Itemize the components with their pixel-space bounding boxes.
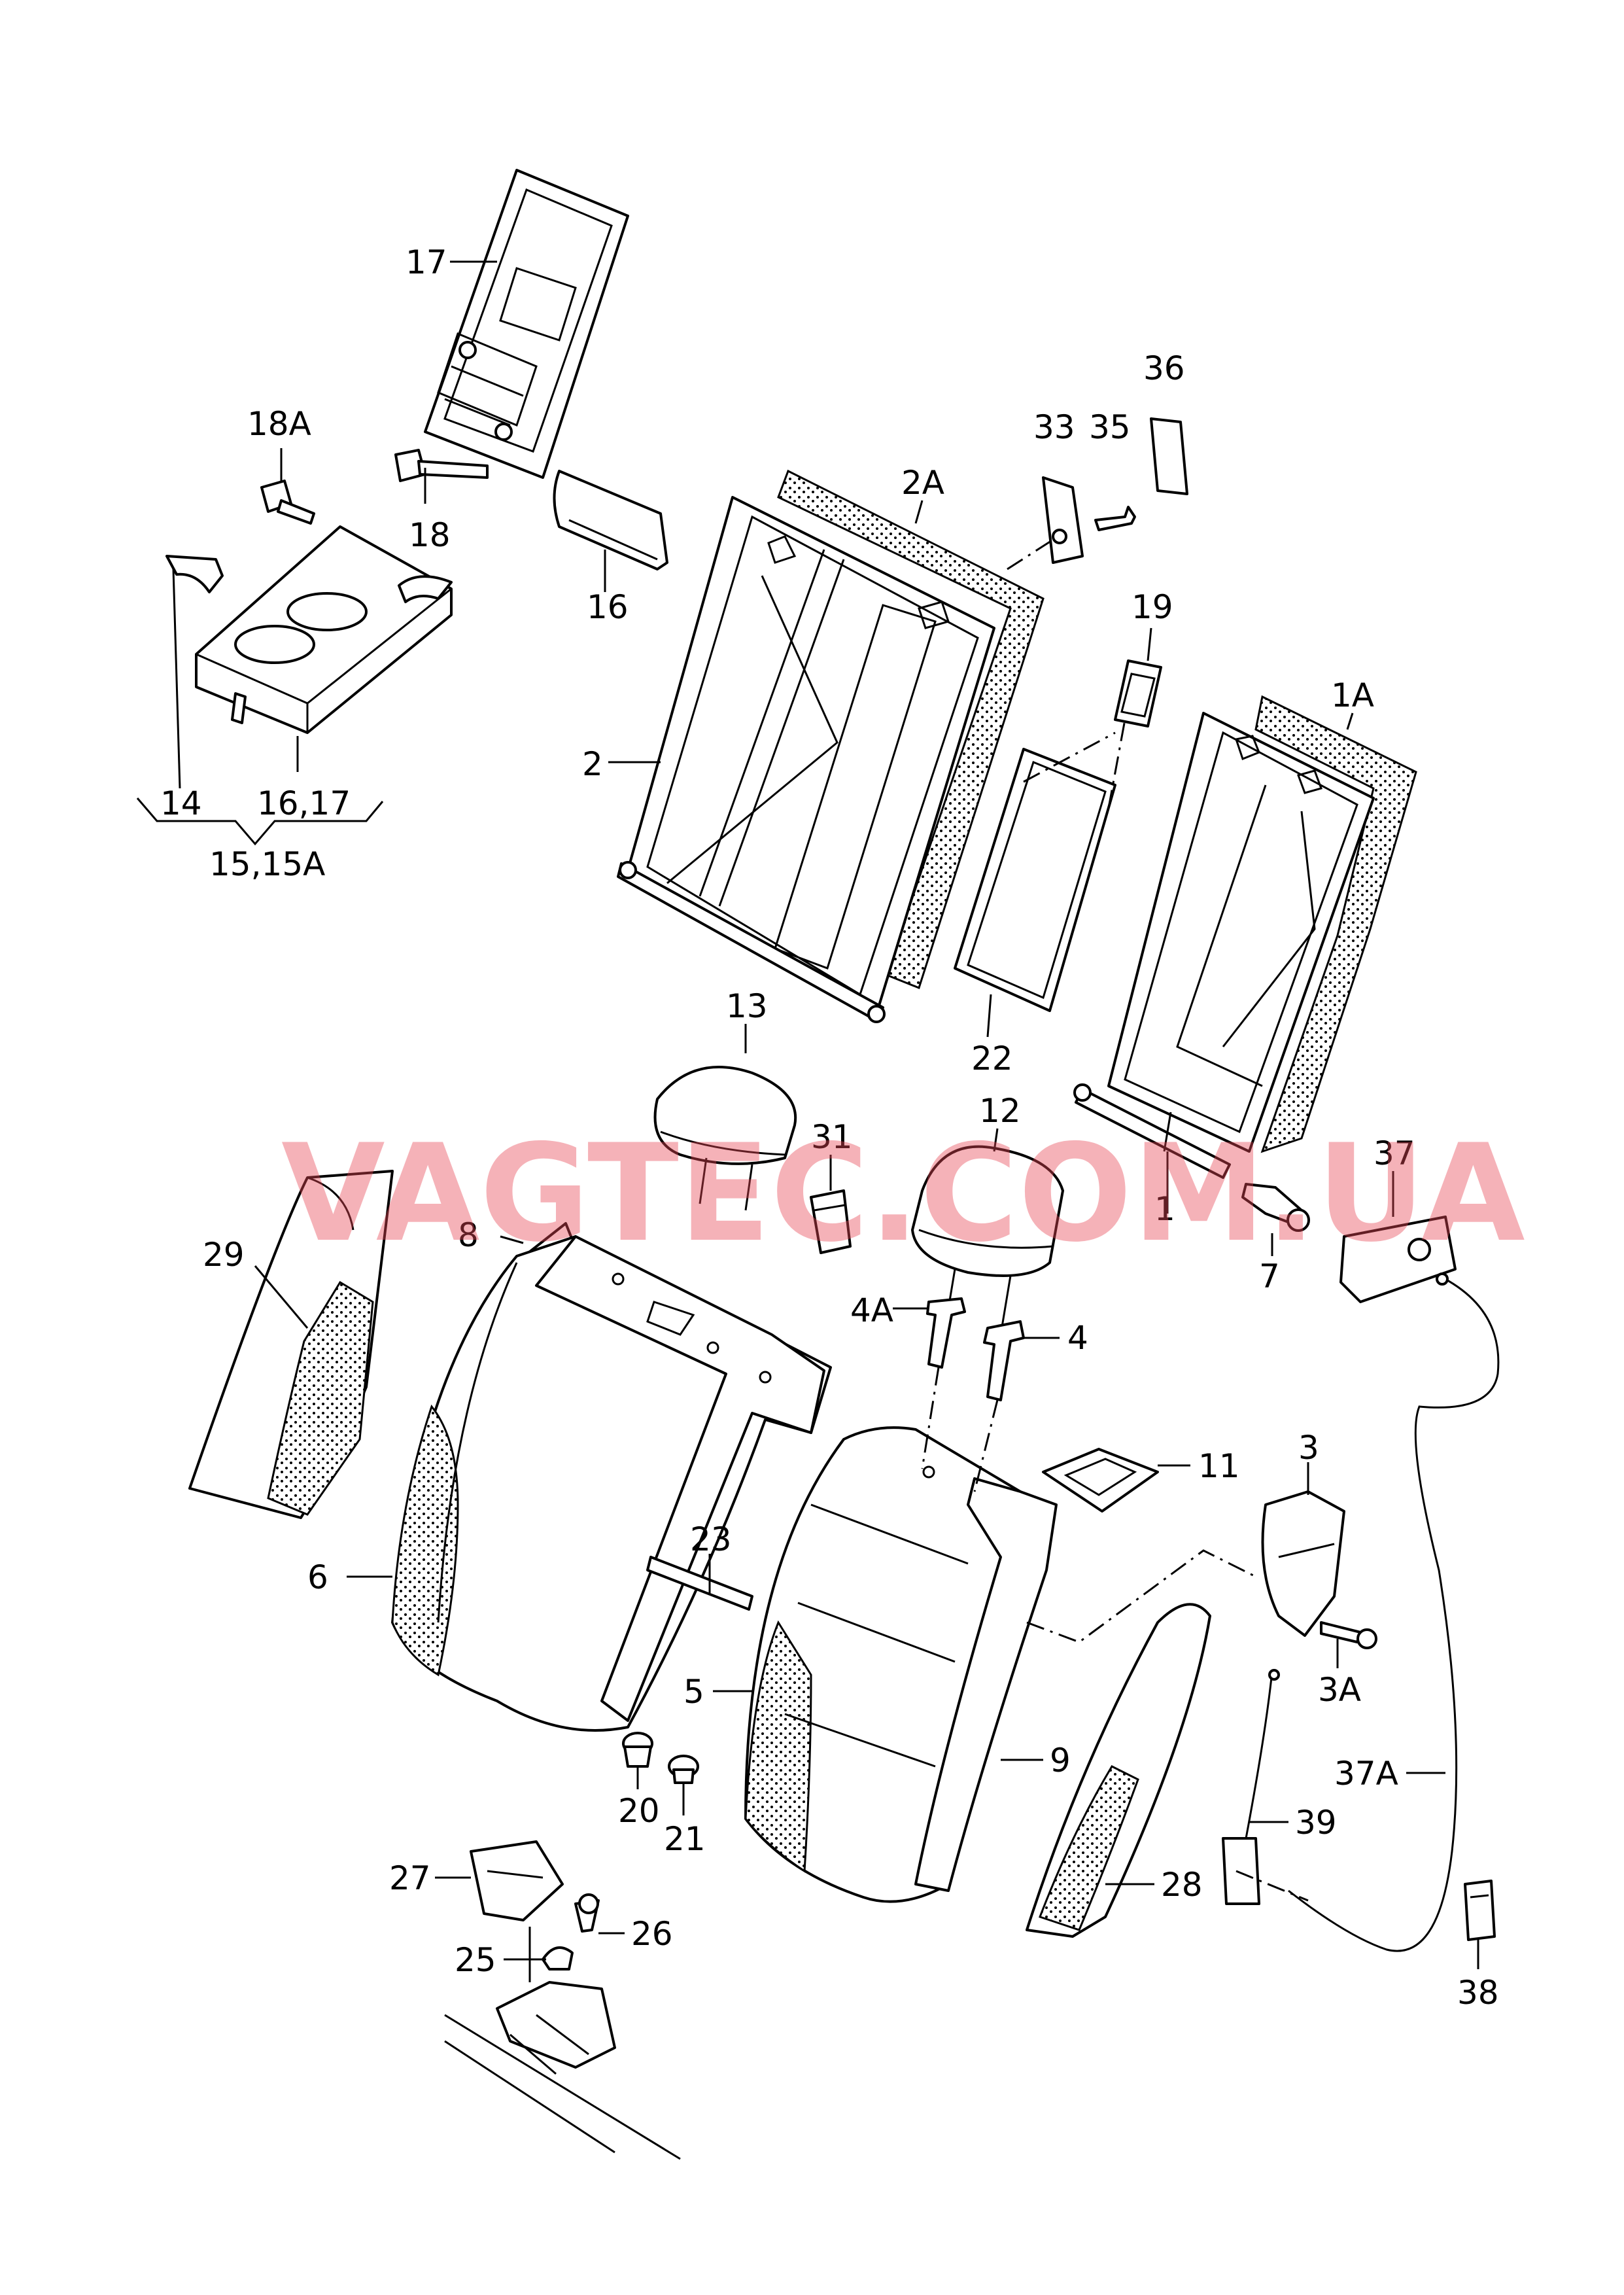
label-2a: 2A <box>901 464 944 502</box>
label-35: 35 <box>1089 408 1131 446</box>
connector-lines <box>921 538 1309 1902</box>
part-labels: 17 18A 18 16 14 16,17 15,15A 33 35 36 2A… <box>160 243 1499 2012</box>
label-1: 1 <box>1154 1190 1175 1228</box>
label-17: 17 <box>406 243 447 281</box>
armrest-body-part <box>195 525 453 734</box>
headrest-part-12 <box>911 1145 1064 1335</box>
label-22: 22 <box>971 1040 1013 1077</box>
label-3a: 3A <box>1318 1671 1361 1709</box>
label-23: 23 <box>690 1520 732 1558</box>
armrest-pad-part <box>553 470 668 570</box>
label-16: 16 <box>587 588 629 626</box>
label-3: 3 <box>1298 1429 1319 1467</box>
label-21: 21 <box>664 1820 706 1858</box>
label-14: 14 <box>160 784 202 822</box>
strip-part-23 <box>646 1556 753 1611</box>
label-6: 6 <box>307 1558 328 1596</box>
clip-part-25 <box>542 1946 574 1971</box>
backrest-frame-part-2 <box>617 469 1045 1023</box>
label-1a: 1A <box>1331 676 1374 714</box>
side-cover-part-28 <box>1026 1603 1211 1938</box>
label-39: 39 <box>1295 1804 1337 1842</box>
latch-assembly <box>444 1981 681 2160</box>
cover-part-27 <box>470 1840 564 1921</box>
label-29: 29 <box>203 1236 245 1274</box>
bushing-part-21 <box>668 1755 699 1784</box>
side-bolster-part-29 <box>188 1170 394 1519</box>
grip-part-38 <box>1464 1880 1496 1941</box>
trim-cap-part-11 <box>1042 1448 1159 1513</box>
screw-part-18 <box>394 449 489 482</box>
bolt-part-7 <box>1241 1183 1310 1232</box>
label-11: 11 <box>1198 1447 1240 1485</box>
label-4: 4 <box>1067 1319 1088 1357</box>
cap-part-36 <box>1150 417 1188 495</box>
cup-clip-part <box>165 555 224 593</box>
label-37: 37 <box>1373 1134 1415 1172</box>
label-33: 33 <box>1033 408 1075 446</box>
cable-part-37a <box>1288 1272 1500 1952</box>
hinge-part-3 <box>1261 1490 1345 1637</box>
label-7: 7 <box>1259 1257 1280 1295</box>
guide-part-4a <box>926 1297 966 1369</box>
screw-part-26 <box>574 1893 600 1933</box>
button-part-31 <box>810 1189 852 1254</box>
cable-part-39 <box>1222 1669 1280 1905</box>
label-26: 26 <box>631 1915 673 1953</box>
screw-part-3a <box>1320 1621 1377 1649</box>
label-12: 12 <box>979 1092 1021 1130</box>
label-19: 19 <box>1132 588 1173 626</box>
screw-part-35 <box>1094 506 1136 531</box>
label-15-15a: 15,15A <box>209 845 325 883</box>
label-20: 20 <box>618 1792 660 1830</box>
label-25: 25 <box>455 1941 496 1979</box>
lock-part-37 <box>1339 1216 1457 1303</box>
lock-part-19 <box>1114 659 1162 727</box>
panel-part-22 <box>954 748 1116 1012</box>
label-8: 8 <box>458 1216 479 1254</box>
screw-part-18a <box>260 480 315 525</box>
label-9: 9 <box>1050 1742 1071 1779</box>
label-18a: 18A <box>247 405 311 443</box>
bushing-part-20 <box>622 1732 653 1768</box>
label-5: 5 <box>683 1673 704 1711</box>
trim-part-9 <box>914 1477 1058 1892</box>
label-31: 31 <box>811 1118 853 1156</box>
label-18: 18 <box>409 516 451 554</box>
backrest-cover-part-6 <box>391 1235 832 1732</box>
watermark-text: VAGTEC.COM.UA <box>281 1116 1525 1272</box>
label-2: 2 <box>582 745 603 783</box>
label-36: 36 <box>1143 349 1185 387</box>
label-4a: 4A <box>850 1291 893 1329</box>
leader-lines <box>136 260 1479 1982</box>
headrest-part-13 <box>653 1066 797 1211</box>
backrest-frame-part-1 <box>1073 695 1417 1179</box>
label-16-17: 16,17 <box>257 784 351 822</box>
label-28: 28 <box>1161 1866 1203 1904</box>
bracket-part-33 <box>1042 476 1084 564</box>
label-38: 38 <box>1457 1974 1499 2012</box>
guide-part-4 <box>983 1320 1025 1401</box>
label-27: 27 <box>389 1859 431 1897</box>
label-13: 13 <box>726 987 768 1025</box>
label-37a: 37A <box>1334 1755 1398 1793</box>
armrest-frame-part <box>424 169 629 479</box>
